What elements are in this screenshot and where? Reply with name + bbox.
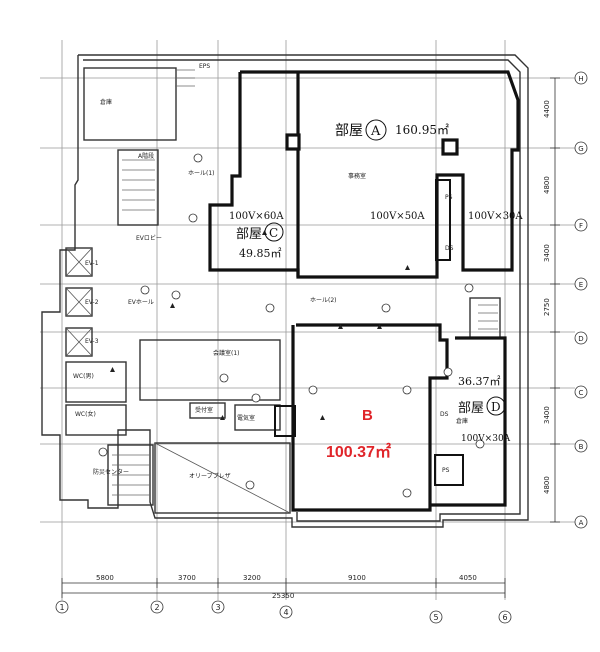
svg-text:部屋: 部屋 [458,401,484,416]
svg-text:G: G [578,145,583,153]
grid-lines [40,40,575,600]
small-labels: EPS 倉庫 ホール(1) ホール(2) EVロビー EVホール EV-1 EV… [73,63,468,480]
dimension-lines [61,77,560,598]
building-outline [41,54,529,528]
svg-text:ホール(1): ホール(1) [188,170,215,177]
arrow-symbols [110,230,410,420]
svg-text:25350: 25350 [272,592,294,600]
svg-text:A: A [370,124,381,139]
svg-text:DS: DS [445,245,454,252]
svg-text:3700: 3700 [178,574,196,582]
svg-text:100V×50A: 100V×50A [370,211,425,222]
svg-text:B: B [362,407,373,424]
svg-text:D: D [491,400,501,414]
fixture-symbols [98,153,485,498]
svg-text:会議室(1): 会議室(1) [213,349,240,357]
svg-text:部屋: 部屋 [236,227,262,242]
svg-text:倉庫: 倉庫 [456,417,468,425]
svg-text:3200: 3200 [243,574,261,582]
svg-text:オリーブプレザ: オリーブプレザ [189,472,231,480]
svg-text:100V×30A: 100V×30A [468,211,523,222]
svg-text:100V×30A: 100V×30A [461,434,511,444]
svg-text:部屋: 部屋 [335,123,363,139]
ev-crosses [65,247,291,514]
svg-text:PS: PS [442,467,450,474]
room-b-label: B 100.37㎡ [326,407,391,461]
svg-text:5800: 5800 [96,574,114,582]
svg-text:電気室: 電気室 [237,414,255,422]
svg-text:49.85㎡: 49.85㎡ [239,247,282,260]
svg-text:F: F [579,222,583,230]
grid-row-bubbles [574,71,588,529]
svg-text:EV-2: EV-2 [85,299,99,306]
grid-col-bubbles [55,600,512,624]
svg-text:4800: 4800 [543,476,551,494]
svg-text:C: C [269,226,278,240]
rooms-ac-outline [208,70,520,279]
svg-text:2750: 2750 [543,298,551,316]
svg-text:4800: 4800 [543,176,551,194]
svg-text:9100: 9100 [348,574,366,582]
svg-text:WC(男): WC(男) [73,373,94,380]
room-a-label: 部屋 A 160.95㎡ 事務室 100V×50A 100V×30A [335,119,523,222]
svg-text:160.95㎡: 160.95㎡ [395,123,449,137]
svg-text:A階段: A階段 [138,152,154,160]
svg-text:WC(女): WC(女) [75,410,96,418]
svg-text:100V×60A: 100V×60A [229,211,284,222]
svg-text:3400: 3400 [543,244,551,262]
svg-text:PS: PS [445,194,453,201]
svg-text:100.37㎡: 100.37㎡ [326,442,391,461]
svg-text:4: 4 [283,608,288,617]
svg-text:3: 3 [215,603,220,612]
svg-text:B: B [579,443,584,451]
svg-text:A: A [579,519,584,527]
svg-text:E: E [579,281,583,289]
svg-text:5: 5 [433,613,438,622]
svg-text:1: 1 [59,603,64,612]
svg-text:EVホール: EVホール [128,299,154,306]
svg-text:EVロビー: EVロビー [136,234,162,242]
room-c-label: 100V×60A 部屋 C 49.85㎡ [229,211,284,260]
svg-text:2: 2 [154,603,159,612]
svg-text:4050: 4050 [459,574,477,582]
svg-text:4400: 4400 [543,100,551,118]
svg-text:3400: 3400 [543,406,551,424]
svg-text:ホール(2): ホール(2) [310,297,337,304]
svg-text:EPS: EPS [199,63,210,70]
svg-text:DS: DS [440,411,449,418]
grid-col-labels: 1 2 3 4 5 6 [59,603,507,622]
stairs-hatching [112,69,498,496]
grid-row-labels: H G F E D C B A [578,75,583,527]
svg-text:事務室: 事務室 [348,172,366,180]
svg-text:EV-1: EV-1 [85,260,99,267]
dimension-text: 5800 3700 3200 9100 4050 25350 4400 4800… [96,100,551,600]
svg-text:36.37㎡: 36.37㎡ [458,375,501,388]
svg-text:H: H [578,75,583,83]
svg-text:6: 6 [502,613,507,622]
svg-text:防災センター: 防災センター [93,468,129,476]
svg-text:C: C [579,389,584,397]
svg-text:D: D [578,335,583,343]
svg-text:EV-3: EV-3 [85,338,99,345]
room-d-label: 36.37㎡ 部屋 D 100V×30A [458,375,511,444]
svg-text:倉庫: 倉庫 [100,98,112,106]
svg-text:受付室: 受付室 [195,406,213,414]
rooms-bd-outline [274,323,507,512]
